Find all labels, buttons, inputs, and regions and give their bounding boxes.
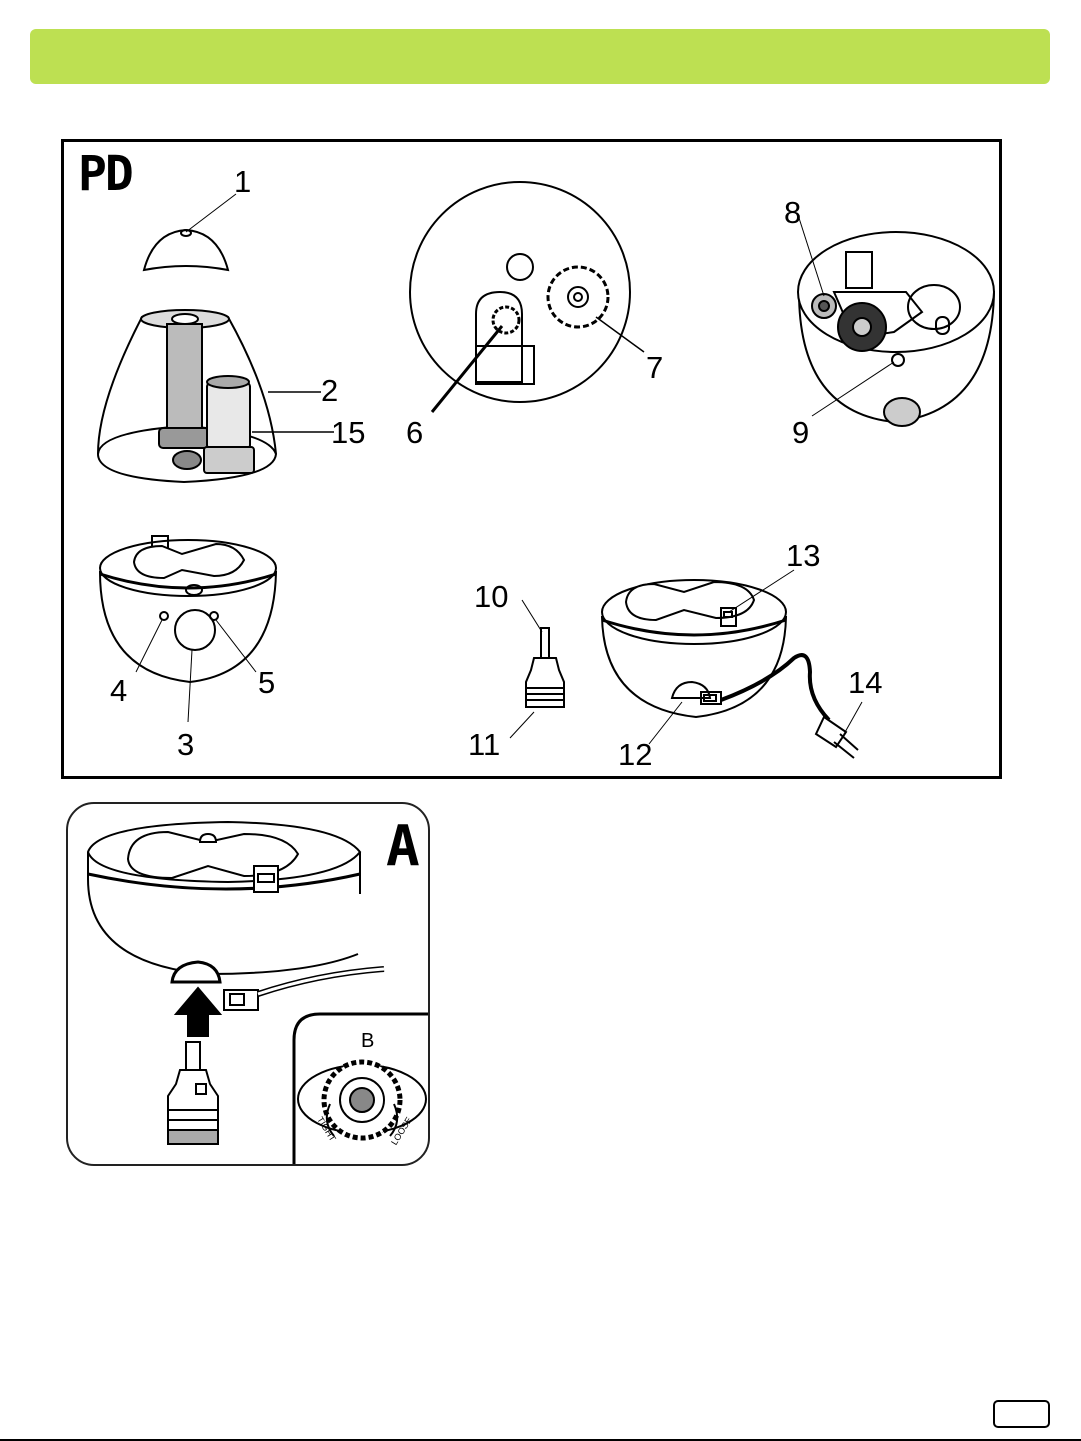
callout-12: 12 bbox=[618, 739, 652, 770]
callout-6: 6 bbox=[406, 417, 423, 448]
base-top-view-drawing bbox=[410, 182, 644, 412]
transducer-drawing bbox=[510, 600, 564, 738]
callout-11: 11 bbox=[468, 729, 500, 760]
callout-3: 3 bbox=[177, 729, 194, 760]
parts-diagram-panel: PD bbox=[61, 139, 1002, 779]
callout-1: 1 bbox=[234, 166, 251, 197]
callout-15: 15 bbox=[331, 417, 365, 448]
base-inside-view-drawing bbox=[798, 218, 994, 426]
callout-9: 9 bbox=[792, 417, 809, 448]
callout-2: 2 bbox=[321, 375, 338, 406]
page-number-box bbox=[993, 1400, 1050, 1428]
callout-8: 8 bbox=[784, 197, 801, 228]
callout-4: 4 bbox=[110, 675, 127, 706]
callout-13: 13 bbox=[786, 540, 820, 571]
assembly-illustration bbox=[68, 804, 428, 1164]
callout-5: 5 bbox=[258, 667, 275, 698]
callout-10: 10 bbox=[474, 581, 508, 612]
water-tank-drawing bbox=[98, 310, 334, 482]
assembly-illustration-panel: A B TIGHT LOOSE bbox=[66, 802, 430, 1166]
header-bar bbox=[30, 29, 1050, 84]
inset-label: B bbox=[361, 1030, 374, 1053]
base-with-cord-drawing bbox=[602, 570, 862, 758]
callout-14: 14 bbox=[848, 667, 882, 698]
callout-7: 7 bbox=[646, 352, 663, 383]
nozzle-cap-drawing bbox=[144, 194, 236, 270]
